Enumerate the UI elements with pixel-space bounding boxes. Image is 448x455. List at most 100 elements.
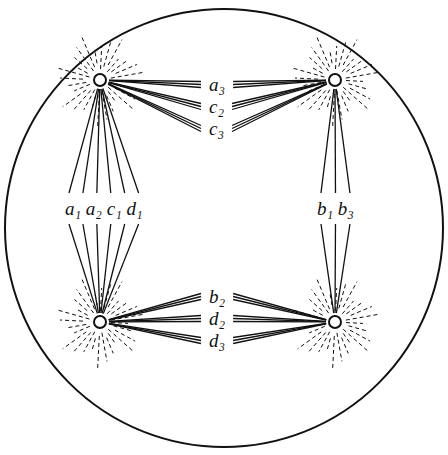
centrosome	[94, 316, 106, 328]
astral-ray	[108, 91, 116, 102]
astral-ray	[351, 64, 372, 73]
spindle-fiber	[69, 224, 97, 313]
chromosome-label: d₂	[207, 309, 227, 328]
spindle-fiber	[109, 323, 201, 337]
astral-ray	[337, 333, 342, 362]
astral-ray	[56, 68, 90, 77]
spindle-fiber	[233, 323, 326, 337]
chromosome-label: c₂	[207, 97, 226, 116]
spindle-fiber	[232, 84, 327, 131]
spindle-fiber	[233, 316, 326, 322]
astral-ray	[107, 338, 114, 354]
astral-ray	[111, 72, 145, 78]
astral-ray	[74, 90, 91, 109]
astral-ray	[346, 72, 380, 78]
spindle-fiber	[109, 316, 201, 322]
spindle-fiber	[109, 83, 201, 110]
spindle-fiber	[233, 324, 326, 344]
astral-ray	[309, 90, 326, 109]
astral-ray	[74, 326, 90, 333]
astral-ray	[56, 310, 90, 319]
spindle-fiber	[321, 89, 334, 193]
astral-ray	[295, 78, 318, 79]
chromosome-label: a₁ a₂ c₁ d₁	[63, 199, 145, 218]
chromosome-label: b₂	[207, 287, 227, 306]
astral-ray	[107, 59, 118, 72]
spindle-fiber	[109, 324, 201, 341]
astral-ray	[343, 329, 369, 352]
astral-ray	[67, 324, 87, 327]
astral-ray	[95, 52, 97, 63]
spindle-fiber	[69, 89, 98, 193]
astral-ray	[60, 78, 83, 79]
astral-ray	[291, 68, 325, 77]
centrosome	[329, 316, 341, 328]
chromosome-label: a₃	[207, 75, 227, 94]
astral-ray	[333, 336, 335, 368]
astral-ray	[327, 338, 330, 349]
spindle-fiber	[233, 319, 326, 322]
astral-ray	[343, 91, 351, 102]
spindle-fiber	[83, 89, 99, 193]
astral-ray	[343, 40, 357, 65]
astral-ray	[82, 38, 94, 67]
centrosome	[329, 74, 341, 86]
astral-ray	[343, 333, 351, 344]
chromosome-label: c₃	[207, 119, 226, 138]
astral-ray	[92, 338, 95, 349]
astral-ray	[343, 87, 369, 110]
astral-ray	[108, 329, 134, 352]
spindle-fiber	[109, 324, 201, 344]
astral-ray	[351, 306, 372, 315]
astral-ray	[336, 46, 337, 69]
spindle-fiber	[109, 321, 201, 323]
astral-ray	[298, 332, 322, 349]
astral-ray	[108, 333, 116, 344]
astral-ray	[63, 90, 87, 107]
chromosome-label: d₃	[207, 331, 227, 350]
astral-ray	[67, 82, 87, 85]
chromosome-label: b₁ b₃	[315, 199, 356, 218]
astral-ray	[346, 322, 363, 324]
astral-ray	[327, 96, 330, 107]
astral-ray	[63, 332, 87, 349]
astral-ray	[60, 320, 83, 321]
spindle-fiber	[109, 294, 201, 320]
astral-ray	[346, 302, 362, 314]
astral-ray	[342, 301, 353, 314]
spindle-fiber	[334, 89, 336, 193]
astral-ray	[74, 84, 90, 91]
astral-ray	[74, 332, 91, 351]
spindle-fiber	[232, 82, 326, 109]
astral-ray	[317, 280, 329, 309]
astral-ray	[102, 333, 107, 362]
spindle-fiber	[233, 321, 326, 323]
spindle-fiber	[233, 294, 326, 320]
spindle-fiber	[109, 319, 201, 322]
astral-ray	[350, 88, 370, 99]
spindle-fiber	[108, 84, 201, 131]
astral-ray	[346, 80, 363, 82]
astral-ray	[343, 282, 357, 307]
astral-ray	[342, 96, 349, 112]
astral-ray	[309, 332, 326, 351]
astral-ray	[101, 46, 102, 69]
astral-ray	[111, 60, 127, 72]
astral-ray	[342, 59, 353, 72]
astral-ray	[330, 52, 332, 63]
spindle-fiber	[321, 224, 334, 313]
spindle-fiber	[233, 324, 326, 341]
centrosome	[94, 74, 106, 86]
astral-ray	[111, 302, 127, 314]
astral-ray	[116, 64, 137, 73]
spindle-fiber	[336, 89, 350, 193]
spindle-fiber	[97, 89, 100, 193]
astral-ray	[115, 330, 135, 341]
astral-ray	[108, 40, 122, 65]
astral-ray	[107, 301, 118, 314]
spindle-fiber	[334, 224, 336, 313]
spindle-fiber	[103, 89, 139, 193]
spindle-fiber	[83, 224, 99, 313]
astral-ray	[98, 336, 100, 368]
